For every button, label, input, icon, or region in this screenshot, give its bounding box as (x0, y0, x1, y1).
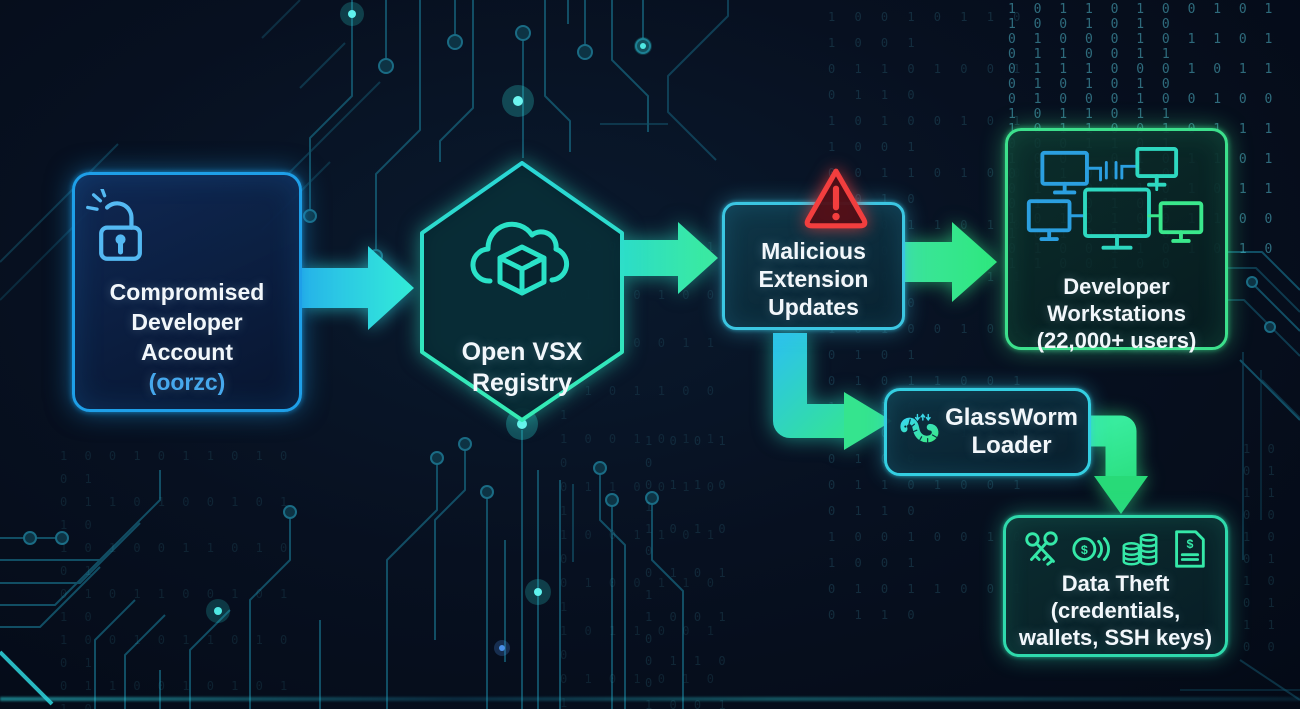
node-label-compromised-account: Compromised Developer Account (oorzc) (75, 277, 299, 397)
node-label-data-theft: Data Theft (credentials, wallets, SSH ke… (1018, 571, 1213, 650)
arrow-registry-to-malicious (622, 222, 718, 294)
arrow-malicious-to-loader (773, 333, 892, 450)
bottom-glow-line (0, 697, 1300, 701)
cloud-package-icon (470, 221, 570, 296)
workstation-network-icon (1026, 146, 1203, 250)
data-theft-icons: $ $ (1006, 529, 1225, 569)
arrow-malicious-to-workstations (905, 222, 997, 302)
node-compromised-account: Compromised Developer Account (oorzc) (72, 172, 302, 412)
node-label-glassworm-loader: GlassWorm Loader (945, 404, 1078, 459)
dollar-document-icon: $ (1175, 530, 1205, 568)
svg-text:$: $ (1081, 543, 1088, 557)
node-glassworm-loader: GlassWorm Loader (884, 388, 1091, 476)
worm-icon (900, 413, 939, 445)
warning-triangle-icon (804, 168, 868, 229)
node-data-theft: $ $ Data Theft (credentials, wallets, SS… (1003, 515, 1228, 657)
node-label-developer-workstations: Developer Workstations (22,000+ users) (1036, 274, 1197, 353)
arrow-loader-to-datatheft (1090, 415, 1148, 514)
broken-padlock-icon (86, 189, 142, 261)
node-open-vsx-registry: Open VSX Registry (412, 155, 632, 427)
keys-icon (1025, 531, 1058, 566)
dollar-coin-icon: $ (1072, 537, 1110, 561)
svg-text:$: $ (1187, 537, 1194, 551)
node-label-malicious-updates: Malicious Extension Updates (758, 238, 869, 320)
coin-stack-icon (1122, 533, 1158, 566)
node-label-open-vsx-registry: Open VSX Registry (461, 338, 583, 397)
node-developer-workstations: Developer Workstations (22,000+ users) (1005, 128, 1228, 353)
account-handle: (oorzc) (148, 369, 226, 395)
arrow-account-to-registry (302, 246, 414, 330)
